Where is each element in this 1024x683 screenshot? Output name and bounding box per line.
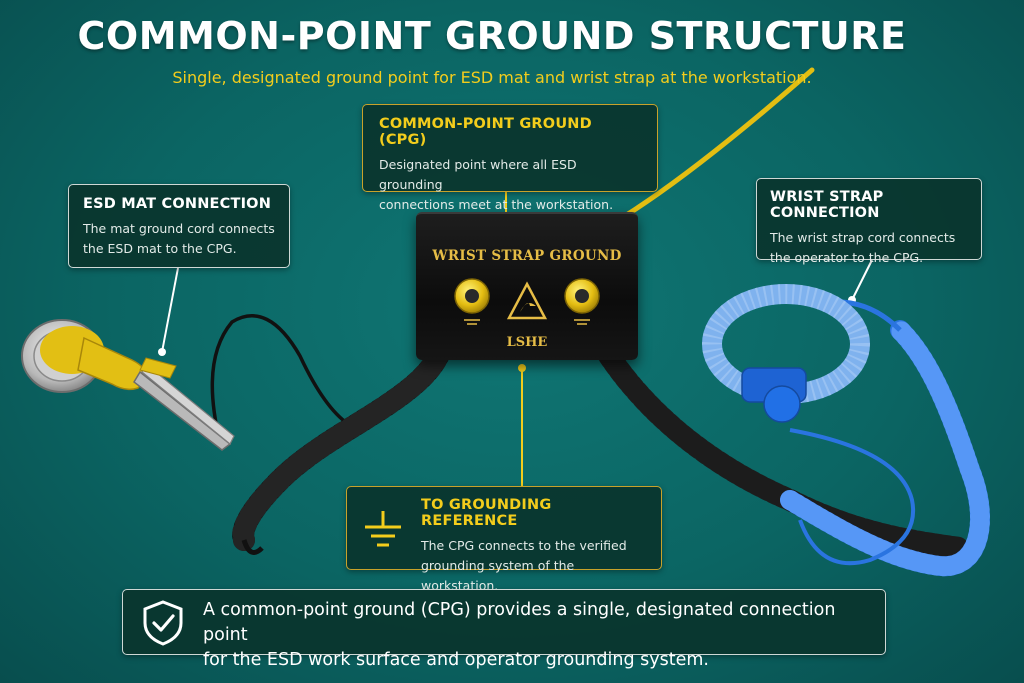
wrist-band — [702, 284, 870, 423]
ground-callout: TO GROUNDING REFERENCE The CPG connects … — [346, 486, 662, 593]
box-jacks — [454, 278, 600, 325]
jack-left — [454, 278, 490, 314]
page-title: COMMON-POINT GROUND STRUCTURE — [77, 14, 907, 58]
ground-symbol-icon — [365, 511, 401, 547]
footer-callout: A common-point ground (CPG) provides a s… — [122, 589, 886, 670]
mat-leader-dot — [158, 348, 166, 356]
cpg-box: WRIST STRAP GROUND LSHE — [416, 212, 638, 360]
wrist-leader-line — [851, 259, 873, 301]
mat-callout-title: ESD MAT CONNECTION — [83, 196, 272, 212]
wrist-callout-line1: The wrist strap cord connects — [770, 230, 956, 245]
mat-callout: ESD MAT CONNECTION The mat ground cord c… — [68, 184, 290, 268]
shield-check-icon — [143, 600, 183, 646]
mat-callout-line1: The mat ground cord connects — [83, 221, 275, 236]
wrist-callout-title: WRIST STRAP CONNECTION — [770, 189, 884, 221]
ground-wire — [625, 67, 815, 217]
page-subtitle: Single, designated ground point for ESD … — [172, 68, 812, 87]
box-brand: LSHE — [506, 335, 548, 350]
cpg-callout: COMMON-POINT GROUND (CPG) Designated poi… — [362, 104, 658, 212]
ground-leader-dot — [518, 364, 526, 372]
ground-callout-title: TO GROUNDING REFERENCE — [421, 497, 552, 529]
mat-snap-connector — [21, 319, 147, 393]
ground-marks — [464, 319, 590, 325]
mat-callout-line2: the ESD mat to the CPG. — [83, 241, 237, 256]
footer-line2: for the ESD work surface and operator gr… — [203, 650, 709, 670]
cpg-callout-title: COMMON-POINT GROUND (CPG) — [379, 116, 592, 148]
wrist-coil-cord — [593, 299, 990, 577]
alligator-clip — [133, 357, 235, 451]
footer-line1: A common-point ground (CPG) provides a s… — [203, 600, 836, 645]
jack-right — [564, 278, 600, 314]
mat-ground-cord — [210, 314, 451, 555]
esd-warning-icon — [506, 281, 548, 320]
wrist-callout: WRIST STRAP CONNECTION The wrist strap c… — [756, 178, 982, 265]
cpg-callout-line1: Designated point where all ESD grounding — [379, 157, 577, 192]
box-label: WRIST STRAP GROUND — [432, 248, 622, 264]
cpg-callout-line2: connections meet at the workstation. — [379, 197, 614, 212]
mat-leader-line — [161, 267, 179, 353]
wrist-callout-line2: the operator to the CPG. — [770, 250, 924, 265]
ground-callout-line1: The CPG connects to the verified — [421, 538, 627, 553]
